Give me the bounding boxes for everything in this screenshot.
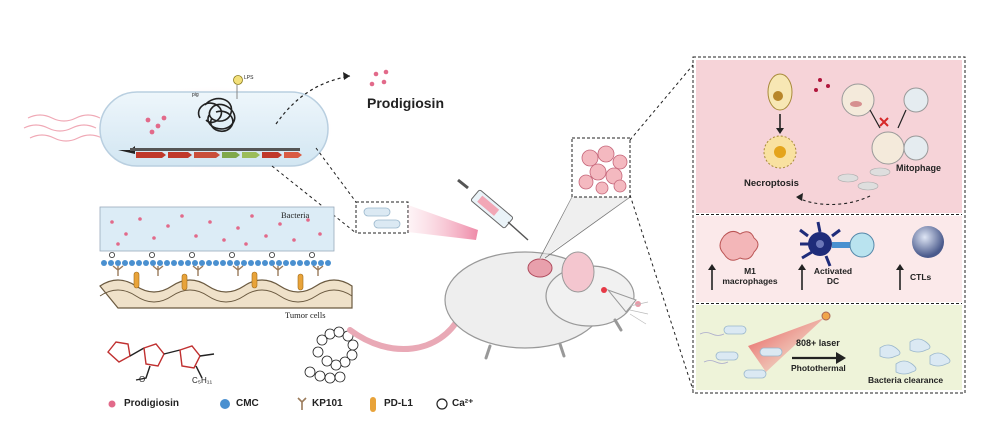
legend-calcium-label: Ca²⁺ [452, 398, 474, 409]
legend-pdl1-swatch [370, 397, 376, 412]
mitophage-label: Mitophage [896, 163, 941, 173]
ctls-label: CTLs [910, 272, 932, 282]
structure-alkyl-label: C₅H₁₁ [192, 376, 213, 385]
photothermal-graphics [699, 311, 951, 379]
structure-o-label: O [139, 375, 146, 384]
zoom-lines-bacterium [271, 147, 357, 234]
laser-bacteria [715, 325, 783, 379]
legend-prodigiosin-label: Prodigiosin [124, 398, 179, 409]
tumor-cells [578, 145, 628, 195]
legend-kp101-swatch [297, 397, 307, 410]
photothermal-label: Photothermal [791, 363, 846, 373]
injection-bacteria-box [355, 201, 409, 234]
gene-cluster-label: pig [192, 92, 199, 98]
gene-cluster-arrows [118, 146, 302, 158]
legend-pdl1-label: PD-L1 [384, 398, 413, 409]
calcium-ions [109, 251, 315, 258]
syringe-icon [457, 178, 529, 241]
lps-bulb-icon [233, 75, 243, 85]
immune-graphics [708, 221, 944, 290]
injection-beam [408, 205, 478, 240]
prodigiosin-product-label: Prodigiosin [367, 95, 444, 111]
kp101-peptide-icon [304, 326, 359, 384]
legend-kp101-label: KP101 [312, 398, 343, 409]
interface-prodigiosin-dots [110, 214, 322, 246]
plasmid-dna-icon [197, 97, 236, 133]
legend-cmc-label: CMC [236, 398, 259, 409]
bacteria-layer-label: Bacteria [281, 210, 310, 220]
cleared-bacteria [879, 338, 951, 375]
flagella [23, 114, 103, 142]
necroptosis-graphics [763, 73, 929, 205]
m1-macrophages-label: M1 macrophages [722, 266, 778, 286]
legend-calcium-swatch [436, 398, 448, 410]
legend-prodigiosin-swatch [108, 400, 116, 408]
bacteria-clearance-label: Bacteria clearance [868, 375, 944, 385]
secreted-prodigiosin [369, 69, 389, 87]
activated-dc-label: Activated DC [813, 266, 853, 286]
engineered-bacterium [92, 75, 336, 172]
legend-symbols [108, 397, 448, 412]
mouse-illustration [347, 251, 649, 360]
bacteria-tumor-interface [99, 206, 353, 309]
kp101-stems [112, 265, 324, 276]
tumor-zoom [539, 64, 694, 391]
prodigiosin-structure-icon [107, 341, 215, 381]
cmc-chain [101, 260, 331, 266]
tumor-cells-label: Tumor cells [285, 310, 326, 320]
lps-label: LPS [244, 75, 254, 81]
legend-cmc-swatch [220, 399, 230, 409]
pdl1-proteins [133, 271, 304, 291]
laser-label: 808+ laser [796, 338, 840, 348]
necroptosis-label: Necroptosis [744, 178, 799, 189]
